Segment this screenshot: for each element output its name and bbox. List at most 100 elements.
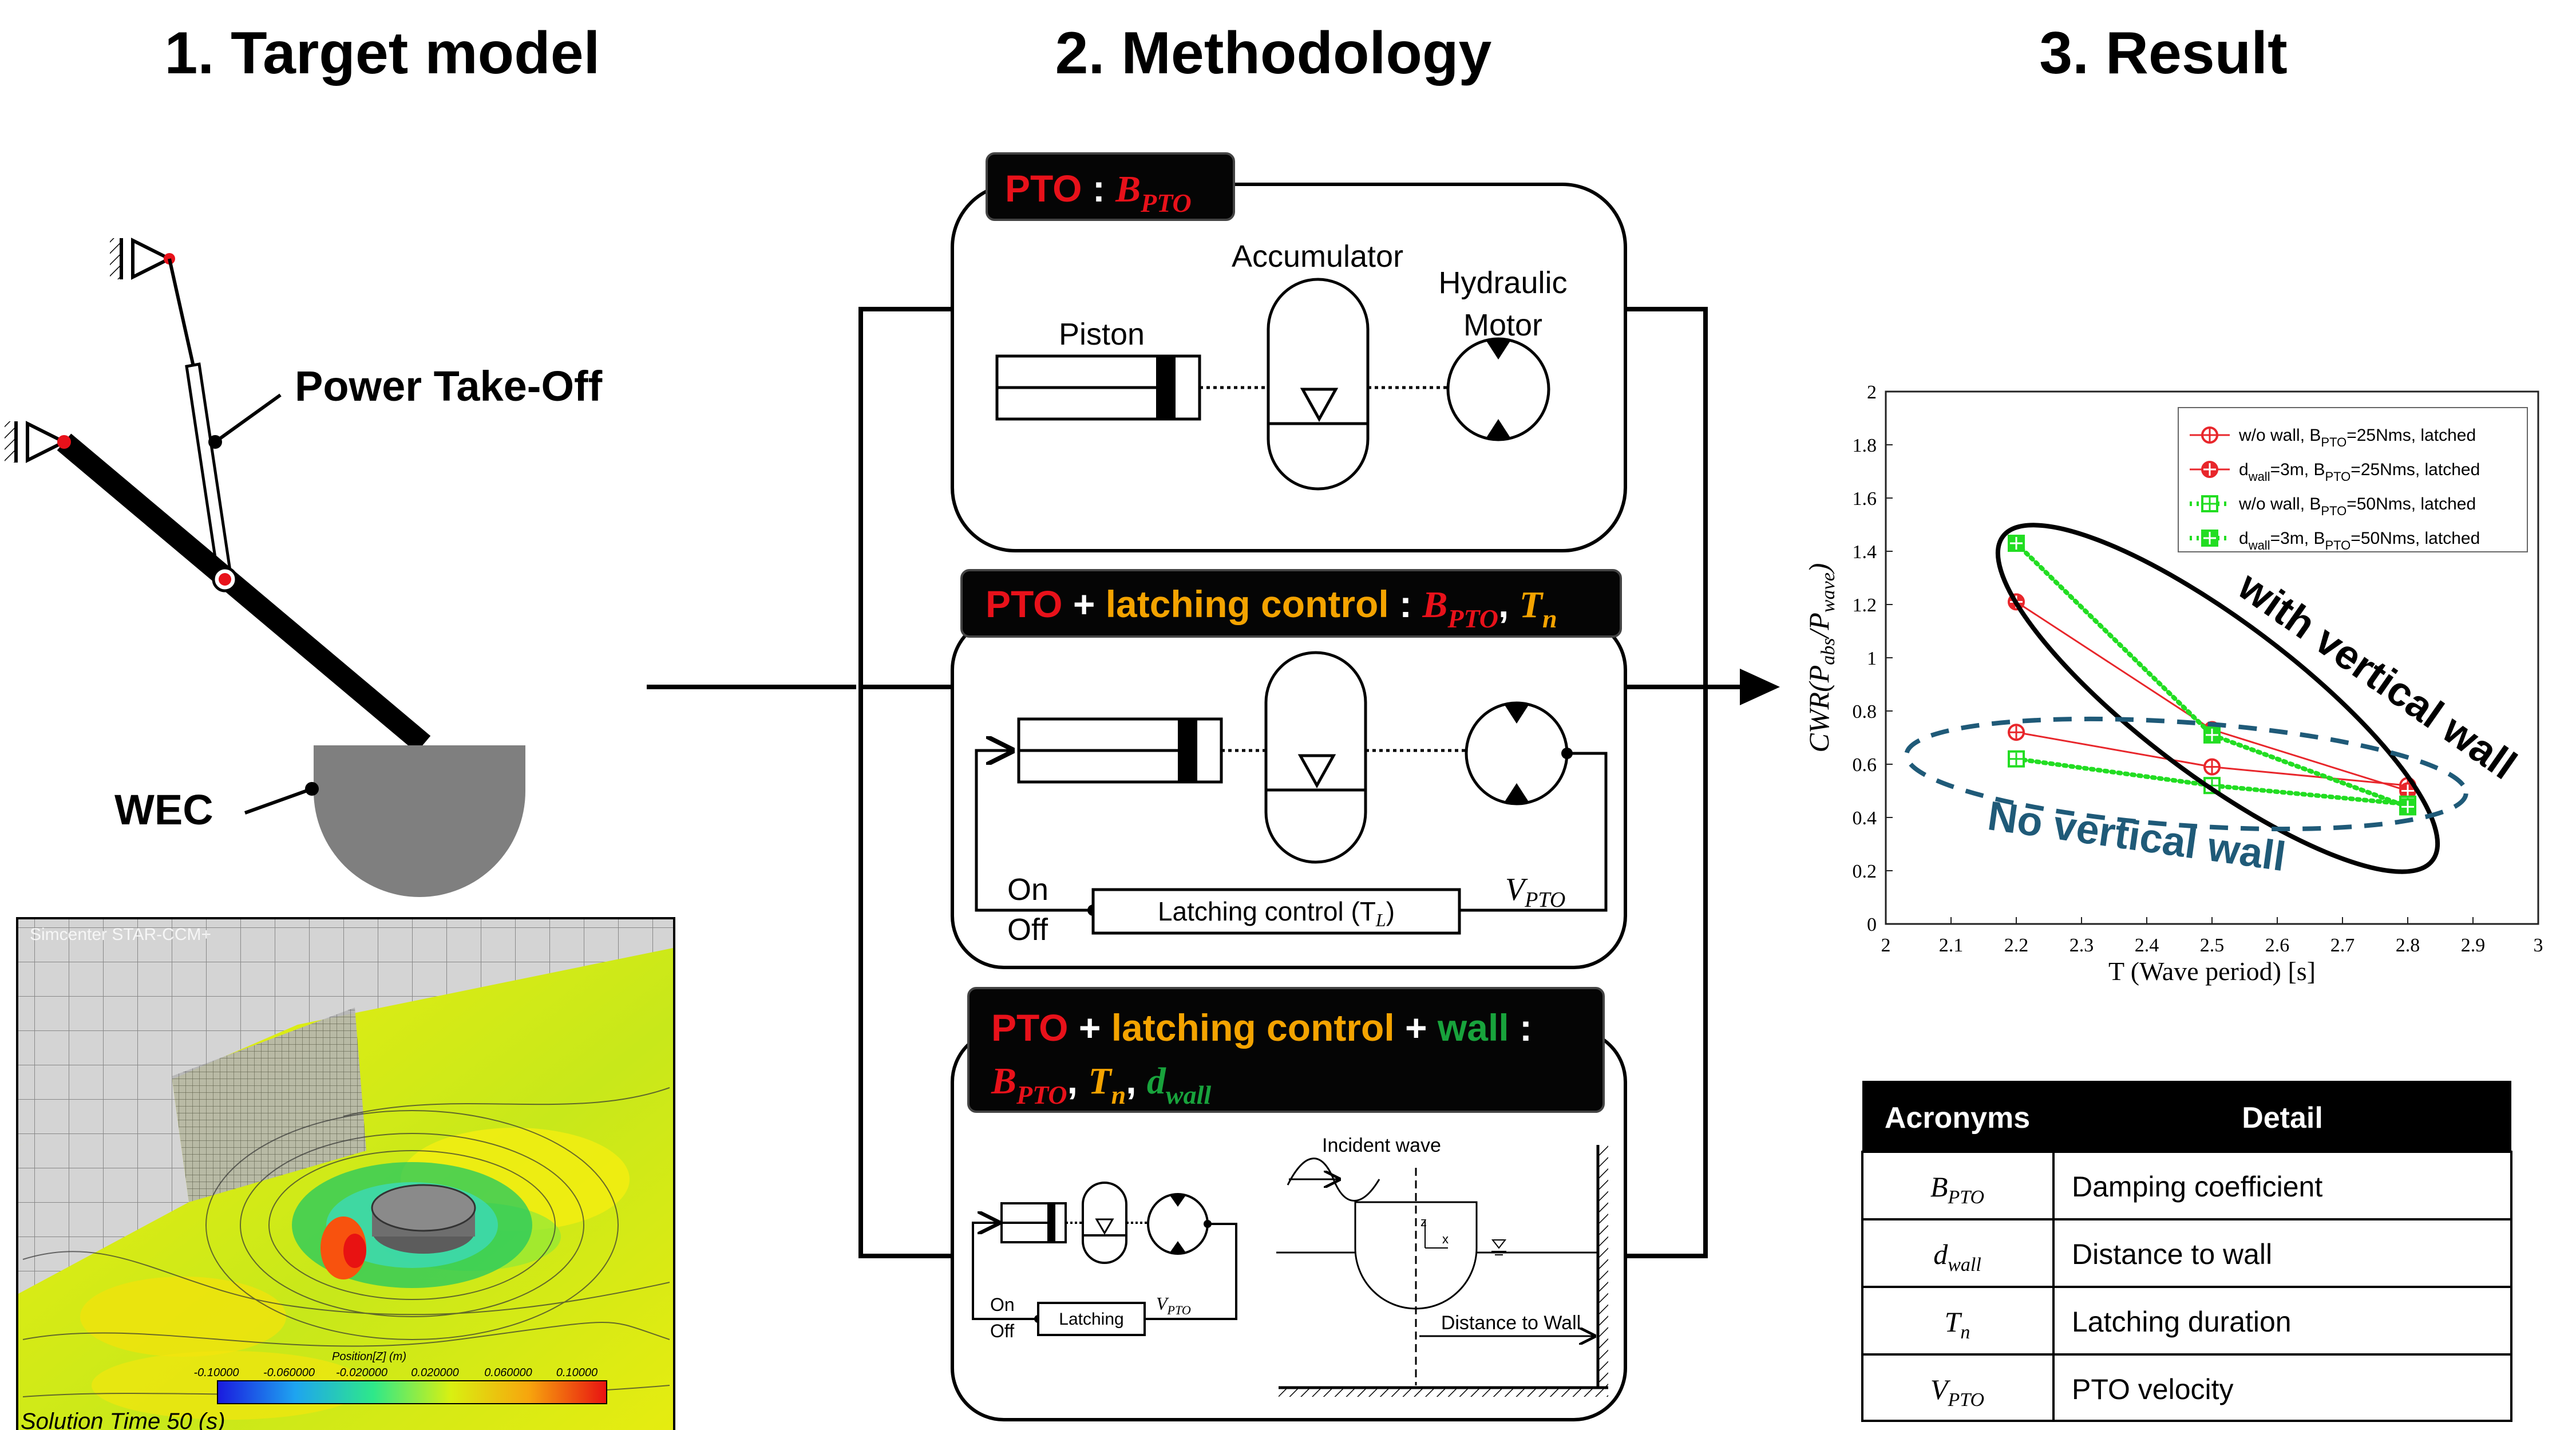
box2-tag: PTO + latching control : BPTO, Tn — [986, 583, 1557, 633]
legend-part: w/o wall, B — [2238, 426, 2321, 445]
box3-tag-line2: BPTO, Tn, dwall — [991, 1059, 1211, 1109]
solution-time: Solution Time 50 (s) — [21, 1409, 225, 1430]
hydraulic-label: Hydraulic — [1438, 266, 1567, 300]
legend-part: wall — [2248, 538, 2270, 552]
ylabel-mid: /P — [1803, 613, 1835, 639]
wec-arm — [57, 433, 431, 753]
pto-pin-support-icon — [110, 238, 175, 280]
section-title-result: 3. Result — [2039, 20, 2287, 86]
acronym-symbol: B — [1930, 1171, 1948, 1203]
tag-comma: , — [1498, 583, 1520, 625]
tag-comma: , — [1126, 1059, 1147, 1101]
on-label: On — [990, 1294, 1015, 1315]
latching-sub: L — [1375, 910, 1386, 930]
piston-icon — [995, 354, 1201, 421]
y-tick-label: 2 — [1867, 382, 1877, 403]
colorbar-tick: -0.060000 — [263, 1366, 315, 1379]
legend-part: =50Nms, latched — [2347, 495, 2476, 513]
tag-t-sub: n — [1111, 1080, 1126, 1109]
colorbar-tick: 0.060000 — [484, 1366, 532, 1379]
legend-part: d — [2239, 529, 2249, 548]
piston-label: Piston — [1059, 317, 1145, 351]
colorbar-tick: -0.020000 — [336, 1366, 387, 1379]
chart-x-label: T (Wave period) [s] — [2108, 957, 2316, 986]
v-text: V — [1156, 1293, 1169, 1314]
x-tick-label: 2.6 — [2265, 935, 2290, 956]
off-label: Off — [990, 1321, 1014, 1341]
x-tick-label: 2.9 — [2461, 935, 2486, 956]
y-tick-label: 0.4 — [1853, 808, 1877, 829]
colorbar-title: Position[Z] (m) — [332, 1350, 406, 1363]
x-tick-label: 2.2 — [2004, 935, 2029, 956]
acronym-sub: PTO — [1947, 1187, 1984, 1208]
tag-pto: PTO — [1005, 167, 1082, 210]
latching-control-label: Latching control (TL) — [1158, 896, 1395, 930]
cfd-simulation-image: Simcenter STAR-CCM+ Position[Z] (m) -0.1… — [16, 917, 675, 1430]
wec-label: WEC — [114, 786, 213, 833]
colorbar-tick: -0.10000 — [194, 1366, 239, 1379]
y-tick-label: 1.4 — [1853, 542, 1877, 563]
x-tick-label: 2.7 — [2330, 935, 2355, 956]
motor-label: Motor — [1463, 308, 1542, 342]
table-detail: PTO velocity — [2072, 1373, 2234, 1405]
y-tick-label: 0.8 — [1853, 701, 1877, 722]
pto-label: Power Take-Off — [295, 362, 603, 410]
no-wall-ellipse — [1904, 716, 2468, 832]
section-title-target: 1. Target model — [165, 20, 600, 86]
ylabel-sub2: wave — [1818, 572, 1839, 613]
tag-b-sub: PTO — [1016, 1080, 1067, 1109]
v-sub: PTO — [1524, 888, 1565, 912]
with-wall-ellipse — [1995, 523, 2440, 874]
y-tick-label: 1.2 — [1853, 595, 1877, 616]
hydraulic-motor-icon — [1446, 337, 1550, 441]
latching-text: Latching control (T — [1158, 896, 1376, 926]
section-title-methodology: 2. Methodology — [1055, 20, 1492, 86]
tag-plus: + — [1062, 583, 1105, 625]
ylabel-main: CWR(P — [1803, 665, 1835, 753]
latching-end: ) — [1386, 896, 1395, 926]
tag-pto: PTO — [991, 1006, 1068, 1049]
legend-part: d — [2239, 460, 2249, 479]
ylabel-end: ) — [1803, 563, 1835, 575]
x-tick-label: 2.3 — [2069, 935, 2094, 956]
tag-latch: latching control — [1111, 1006, 1395, 1049]
legend-label: w/o wall, BPTO=50Nms, latched — [2238, 495, 2476, 518]
box1-tag: PTO : BPTO — [1005, 167, 1192, 218]
colorbar-tick: 0.10000 — [556, 1366, 597, 1379]
latching-label: Latching — [1059, 1310, 1123, 1329]
latching-control-block — [1091, 888, 1461, 935]
table-detail: Distance to wall — [2072, 1238, 2272, 1270]
table-acronym: dwall — [1933, 1238, 1981, 1275]
legend-part: PTO — [2321, 435, 2347, 449]
methodology-box-latching: PTO + latching control : BPTO, Tn Latchi… — [951, 569, 1627, 969]
tag-wall: wall — [1437, 1006, 1509, 1049]
acronym-sub: n — [1960, 1322, 1970, 1343]
v-text: V — [1505, 872, 1528, 907]
chart-y-label: CWR(Pabs/Pwave) — [1803, 563, 1839, 753]
accumulator-label: Accumulator — [1232, 239, 1403, 274]
legend-part: =25Nms, latched — [2351, 460, 2480, 479]
v-sub: PTO — [1167, 1303, 1191, 1317]
result-arrow-head — [1740, 669, 1780, 705]
tag-t: T — [1520, 584, 1544, 626]
acronym-symbol: T — [1945, 1306, 1962, 1338]
accumulator-icon — [1082, 1182, 1127, 1264]
x-tick-label: 3 — [2534, 935, 2543, 956]
legend-part: PTO — [2325, 538, 2351, 552]
x-tick-label: 2.1 — [1939, 935, 1964, 956]
tag-colon: : — [1389, 583, 1423, 625]
ylabel-sub1: abs — [1818, 638, 1839, 665]
off-label: Off — [1007, 912, 1048, 947]
hydraulic-motor-icon — [1465, 701, 1569, 805]
acronym-sub: wall — [1948, 1254, 1981, 1275]
distance-to-wall-label: Distance to Wall — [1441, 1312, 1581, 1334]
colorbar — [217, 1380, 607, 1404]
piston-icon — [1000, 1202, 1067, 1243]
arm-pin-support-icon — [5, 421, 68, 463]
tag-plus: + — [1395, 1006, 1438, 1049]
tag-comma: , — [1067, 1059, 1089, 1101]
v-pto-label: VPTO — [1156, 1293, 1191, 1317]
